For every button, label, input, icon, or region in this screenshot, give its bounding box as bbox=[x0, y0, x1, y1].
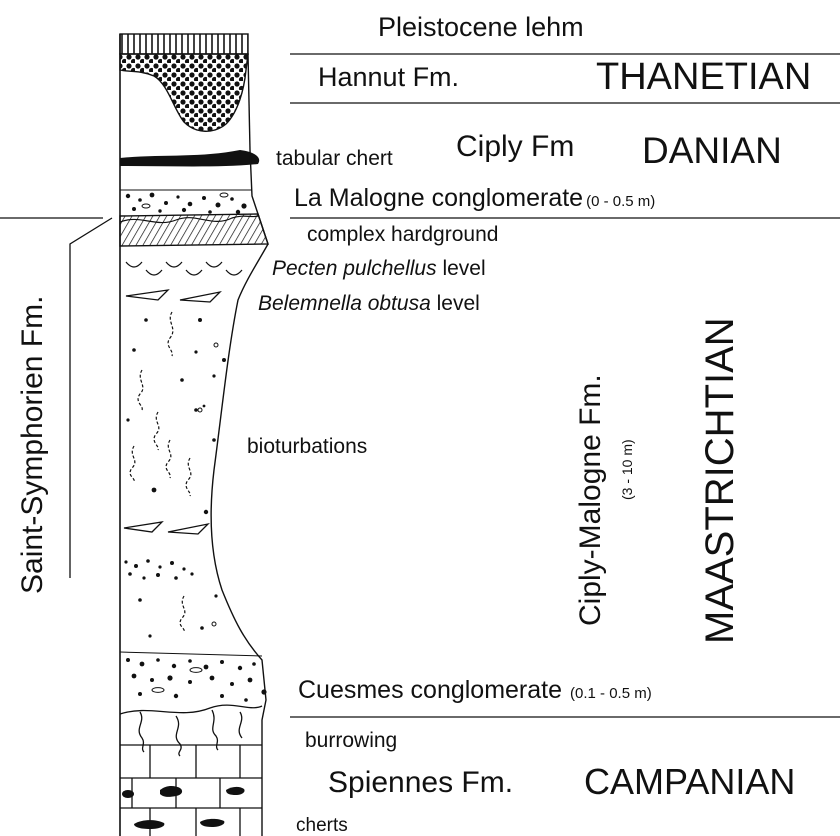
campanian-label: CAMPANIAN bbox=[584, 764, 795, 800]
burrowing-label: burrowing bbox=[305, 730, 397, 751]
pebble-band bbox=[124, 559, 193, 580]
pecten-suffix: level bbox=[442, 257, 485, 280]
hannut-fm-label: Hannut Fm. bbox=[318, 64, 459, 91]
pecten-shells bbox=[126, 262, 242, 275]
tabular-chert bbox=[120, 150, 259, 167]
ciply-fm-label: Ciply Fm bbox=[456, 132, 574, 162]
la-malogne-name: La Malogne conglomerate bbox=[294, 184, 583, 212]
lehm-layer bbox=[120, 34, 248, 54]
saint-symphorien-bracket bbox=[70, 218, 112, 578]
thanetian-label: THANETIAN bbox=[596, 58, 811, 96]
cuesmes-thickness: (0.1 - 0.5 m) bbox=[570, 685, 652, 702]
la-malogne-conglomerate-label: La Malogne conglomerate(0 - 0.5 m) bbox=[294, 186, 655, 211]
hannut-right-edge bbox=[248, 54, 250, 150]
danian-label: DANIAN bbox=[642, 132, 782, 169]
tabular-chert-label: tabular chert bbox=[276, 148, 393, 169]
belemnite-lower-row bbox=[124, 522, 208, 534]
spiennes-fm-label: Spiennes Fm. bbox=[328, 768, 513, 798]
burrowing-layer bbox=[120, 705, 262, 756]
la-malogne-thickness: (0 - 0.5 m) bbox=[586, 193, 655, 210]
saint-symphorien-fm-label: Saint-Symphorien Fm. bbox=[18, 296, 48, 594]
maastrichtian-label: MAASTRICHTIAN bbox=[700, 317, 740, 644]
small-ring-fossils bbox=[198, 343, 218, 626]
ciply-malogne-fm-label: Ciply-Malogne Fm. bbox=[576, 374, 606, 626]
cuesmes-conglomerate-label: Cuesmes conglomerate (0.1 - 0.5 m) bbox=[298, 678, 652, 703]
cuesmes-name: Cuesmes conglomerate bbox=[298, 676, 562, 704]
bioturbations-label: bioturbations bbox=[247, 436, 367, 457]
cherts-label: cherts bbox=[296, 816, 348, 835]
hardground-layer bbox=[120, 214, 268, 246]
bioturbation-burrows bbox=[130, 312, 191, 632]
belemnella-taxon: Belemnella obtusa bbox=[258, 292, 431, 315]
belemnella-obtusa-label: Belemnella obtusa level bbox=[258, 293, 480, 314]
cuesmes-conglomerate-layer bbox=[120, 652, 267, 702]
belemnella-suffix: level bbox=[437, 292, 480, 315]
pecten-taxon: Pecten pulchellus bbox=[272, 257, 437, 280]
complex-hardground-label: complex hardground bbox=[307, 224, 498, 245]
pecten-pulchellus-label: Pecten pulchellus level bbox=[272, 258, 486, 279]
ciply-malogne-thickness-label: (3 - 10 m) bbox=[620, 439, 634, 500]
pleistocene-lehm-label: Pleistocene lehm bbox=[378, 14, 584, 41]
scattered-fossils bbox=[126, 318, 226, 638]
belemnite-upper-row bbox=[126, 290, 220, 302]
la-malogne-conglomerate-layer bbox=[120, 190, 252, 214]
hannut-dotted-lens bbox=[120, 54, 248, 131]
